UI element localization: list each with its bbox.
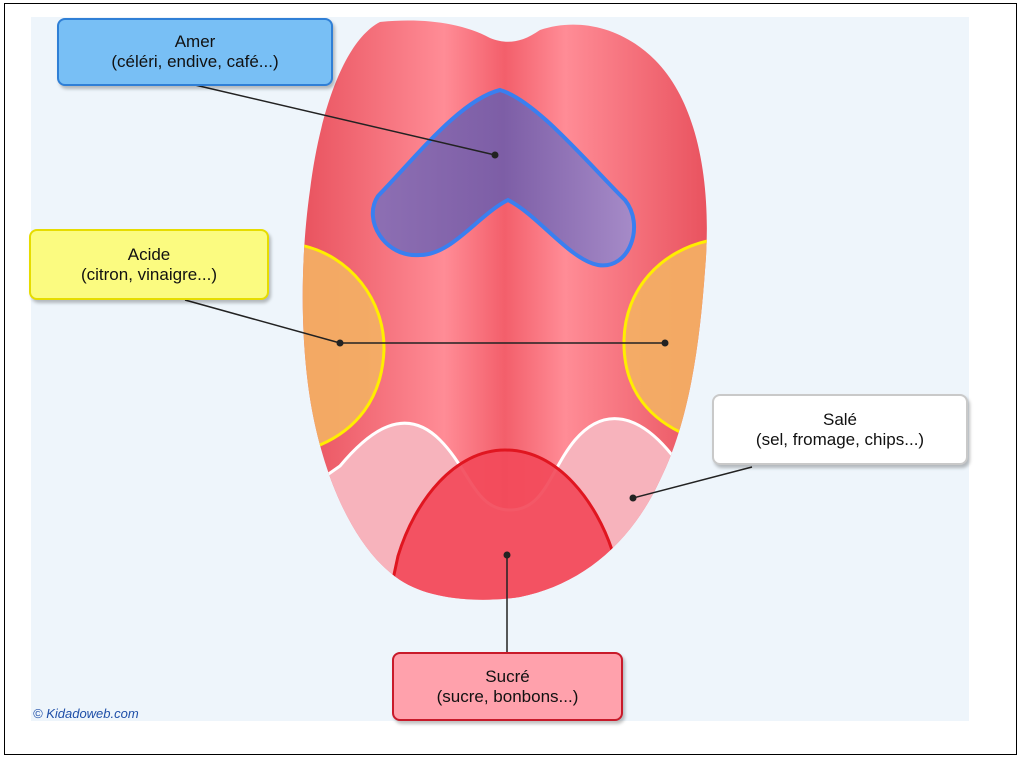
sale-point [630, 495, 637, 502]
sucre-point [504, 552, 511, 559]
amer-examples: (céléri, endive, café...) [59, 52, 331, 72]
sale-title: Salé [714, 410, 966, 430]
acide-title: Acide [31, 245, 267, 265]
acide-point-right [662, 340, 669, 347]
amer-label: Amer (céléri, endive, café...) [57, 18, 333, 86]
sucre-label: Sucré (sucre, bonbons...) [392, 652, 623, 721]
sale-label: Salé (sel, fromage, chips...) [712, 394, 968, 465]
sucre-examples: (sucre, bonbons...) [394, 687, 621, 707]
sucre-title: Sucré [394, 667, 621, 687]
sale-examples: (sel, fromage, chips...) [714, 430, 966, 450]
acide-examples: (citron, vinaigre...) [31, 265, 267, 285]
copyright-credit: © Kidadoweb.com [33, 706, 139, 721]
amer-point [492, 152, 499, 159]
amer-title: Amer [59, 32, 331, 52]
acide-label: Acide (citron, vinaigre...) [29, 229, 269, 300]
acide-point-left [337, 340, 344, 347]
